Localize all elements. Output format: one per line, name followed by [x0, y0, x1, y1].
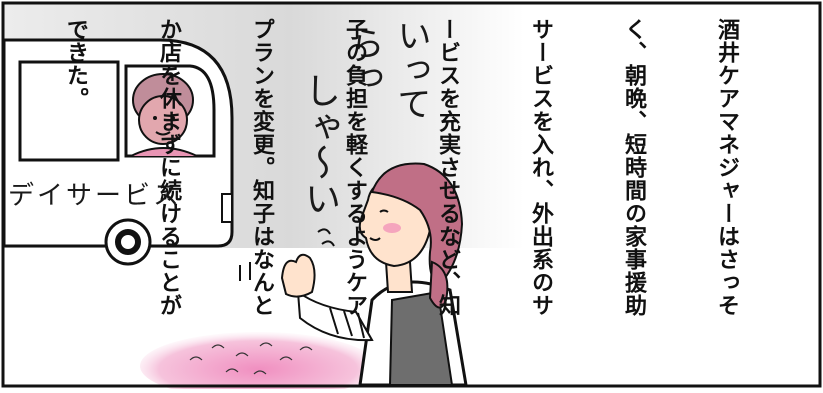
van-light [221, 193, 233, 223]
narration-line: できた。 [63, 18, 88, 110]
speech-rasshai-2: しゃ〜い [299, 72, 340, 216]
narration-line: サービスを入れ、外出系のサ [528, 18, 553, 317]
petal-swirls [189, 342, 313, 375]
day-service-van [2, 38, 234, 266]
elderly-passenger [130, 73, 198, 157]
speech-rasshai-1: らっ [344, 26, 384, 94]
narration-line: 子の負担を軽くするようケア [342, 18, 367, 317]
van-side-label: デイサービス [8, 181, 183, 211]
flower-petals [140, 332, 376, 393]
van-window [18, 60, 120, 162]
narration-line: プランを変更。知子はなんと [249, 18, 274, 317]
speech-itte: いって [391, 18, 431, 120]
woman-waving [280, 162, 468, 387]
waving-motion-lines [239, 228, 335, 281]
narration-line: 酒井ケアマネジャーはさっそ [714, 18, 739, 317]
narration-line: ービスを充実させるなど、知 [435, 18, 460, 317]
narration-line: か店を休まずに続けることが [156, 18, 181, 317]
narration-text: 酒井ケアマネジャーはさっそ く、朝晩、短時間の家事援助 サービスを入れ、外出系の… [63, 18, 804, 378]
van-wheel [104, 218, 152, 266]
narration-line: く、朝晩、短時間の家事援助 [621, 18, 646, 317]
